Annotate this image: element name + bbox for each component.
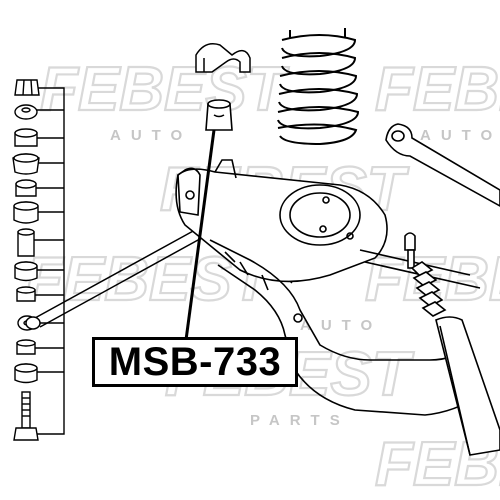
- bolt-icon: [13, 391, 39, 441]
- watermark-brand: FEBEST: [375, 55, 500, 124]
- watermark-tagline-auto: AUTO: [300, 317, 382, 334]
- sleeve-icon: [17, 228, 35, 257]
- washer-icon: [14, 104, 38, 120]
- washer-icon: [15, 179, 37, 197]
- shock-absorber-icon: [404, 232, 500, 456]
- watermark-tagline-parts: PARTS: [250, 412, 350, 429]
- bushing-icon: [14, 363, 38, 384]
- washer-icon: [16, 286, 36, 302]
- watermark-tagline-auto: AUTO: [420, 127, 500, 144]
- part-number-label: MSB-733: [92, 337, 298, 387]
- bushing-icon: [14, 128, 38, 147]
- washer-icon: [16, 339, 36, 355]
- nut-icon: [14, 79, 40, 96]
- stabilizer-bushing-icon: [205, 99, 233, 131]
- coil-spring-icon: [277, 28, 360, 146]
- callout-leader-line: [184, 129, 216, 341]
- bushing-clamp-icon: [195, 43, 251, 73]
- stack-bracket-line: [30, 87, 65, 435]
- upper-link-rod: [385, 123, 500, 207]
- watermark-tagline-auto: AUTO: [110, 127, 192, 144]
- bushing-icon: [12, 153, 40, 175]
- watermark-tile: FEBEST AUTO: [39, 54, 291, 144]
- axle-housing: [175, 159, 481, 289]
- watermark-brand: FEBEST: [40, 55, 290, 124]
- lower-control-arm: [209, 239, 481, 416]
- watermark-tile: FEBEST AUTO: [374, 54, 500, 144]
- bushing-icon: [13, 201, 39, 224]
- bushing-icon: [14, 261, 38, 282]
